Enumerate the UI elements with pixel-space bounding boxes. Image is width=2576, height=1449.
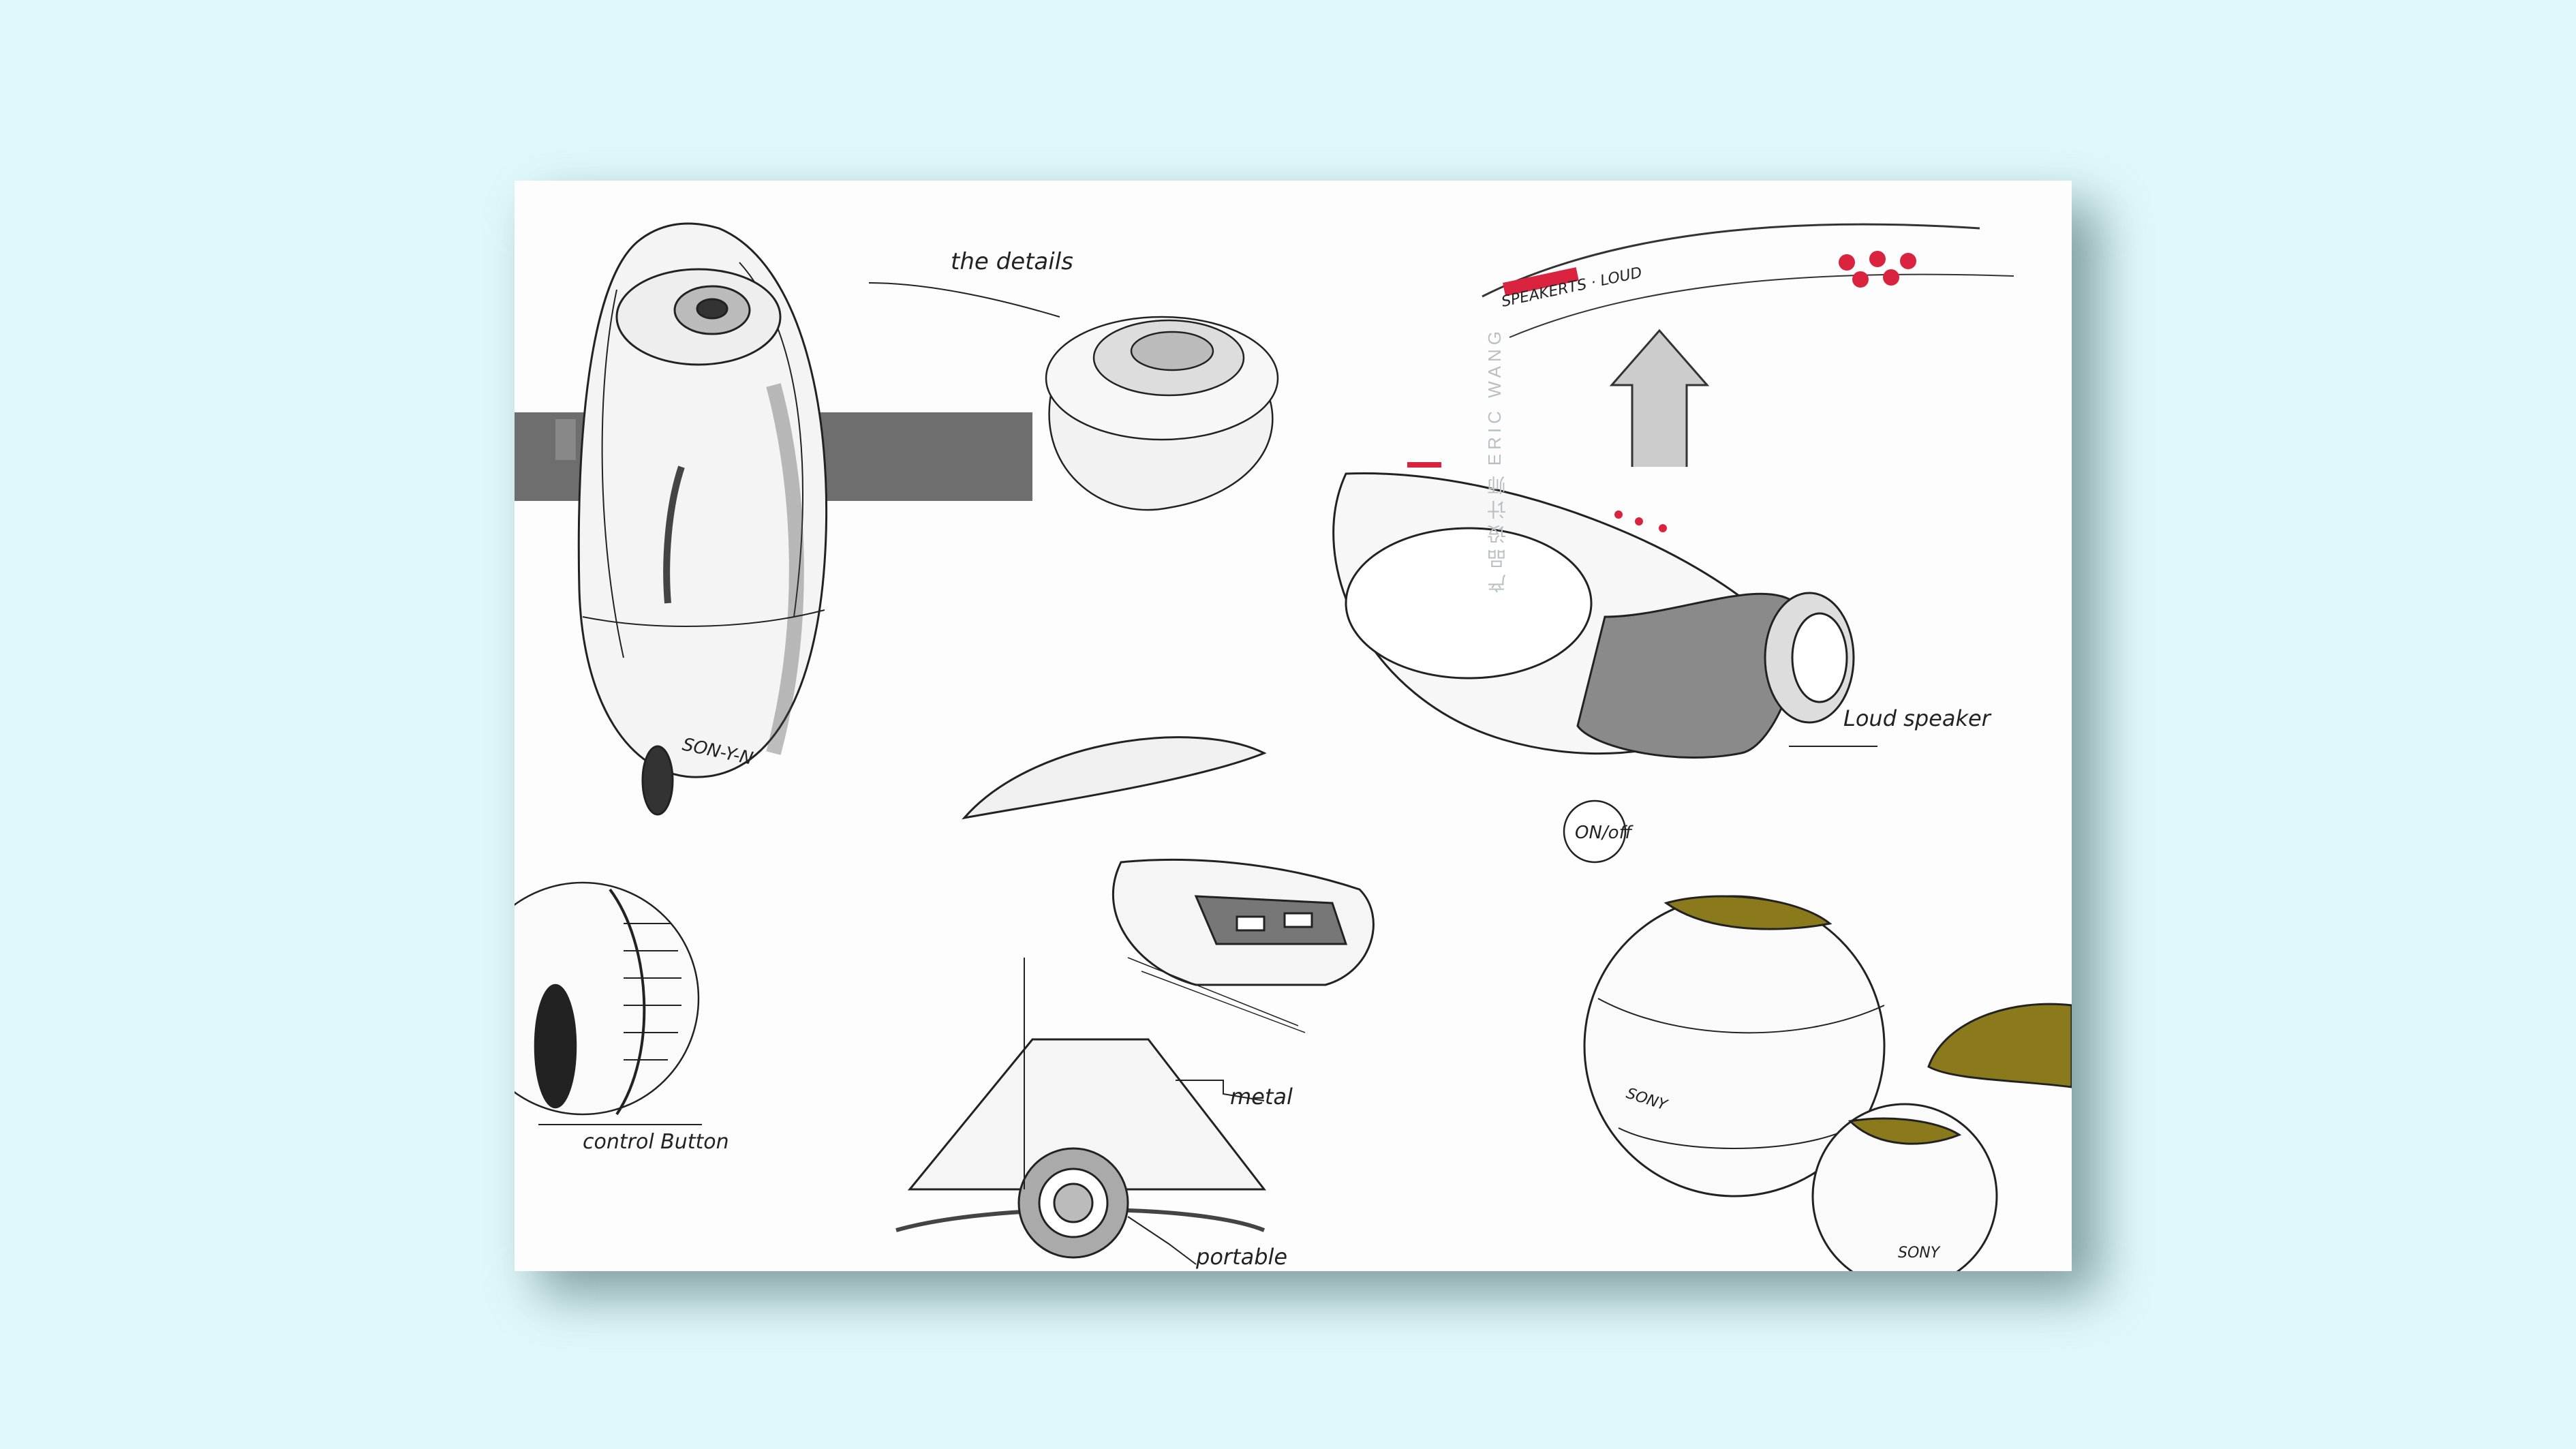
metal-label: metal — [1230, 1084, 1293, 1110]
speaker-bar-sketch — [1482, 223, 2014, 467]
sphere-mark-2: SONY — [1898, 1245, 1941, 1262]
metal-speaker-sketch — [895, 958, 1267, 1259]
detail-knob-sketch — [1045, 316, 1279, 511]
designer-title-watermark: 产品设计师 — [1487, 470, 1508, 593]
loud-speaker-sketch — [1332, 462, 1855, 759]
sketch-sheet: SON-Y-N control Button the details — [515, 181, 2072, 1271]
designer-name-watermark: ERIC WANG — [1484, 327, 1505, 466]
portable-label: portable — [1195, 1244, 1287, 1270]
loud-speaker-label: Loud speaker — [1843, 705, 1992, 731]
control-button-detail — [515, 881, 700, 1116]
the-details-label: the details — [951, 248, 1073, 275]
sketch-drawing: SON-Y-N control Button the details — [515, 222, 2072, 1271]
control-button-label: control Button — [583, 1130, 729, 1154]
on-off-label: ON/off — [1575, 823, 1634, 843]
sphere-speaker-sketch — [1583, 895, 2072, 1271]
portable-speaker-sketch — [962, 736, 1375, 1033]
capsule-speaker-sketch — [577, 222, 828, 816]
on-off-button-circle — [1563, 799, 1627, 864]
